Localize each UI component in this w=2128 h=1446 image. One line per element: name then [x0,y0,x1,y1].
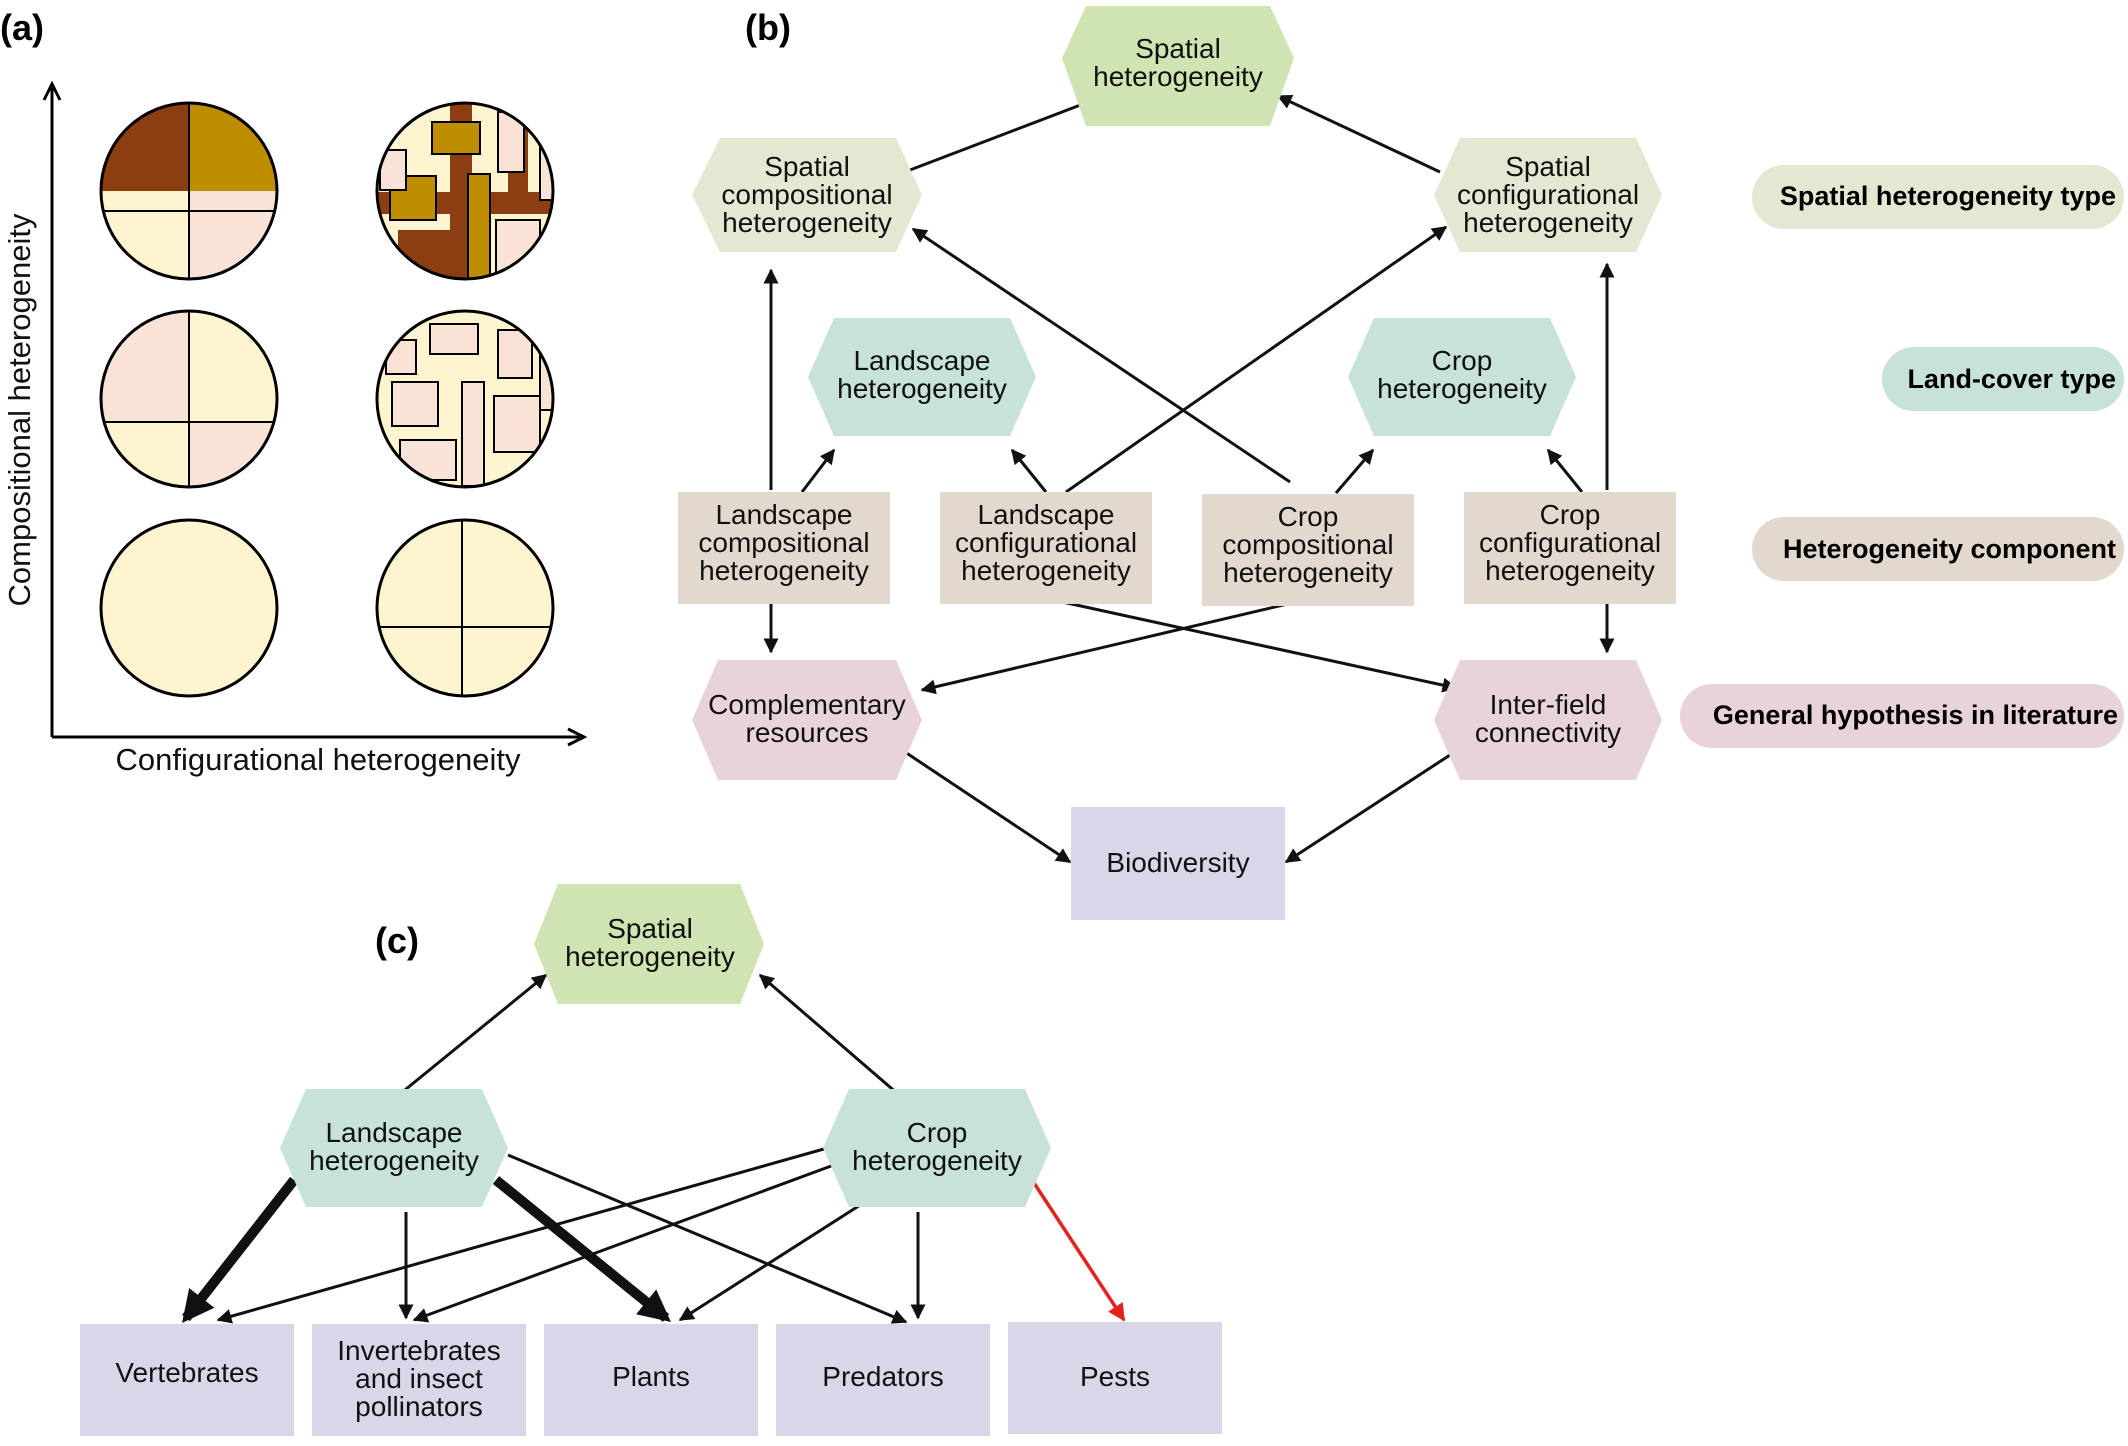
node-biodiversity: Biodiversity [1071,807,1285,920]
svg-text:Pests: Pests [1080,1361,1150,1392]
legend-item-spatial-heterogeneity-type: Spatial heterogeneity type [1752,165,2124,229]
svg-text:Spatial heterogeneity type: Spatial heterogeneity type [1780,181,2116,211]
svg-text:General hypothesis in literatu: General hypothesis in literature [1713,700,2118,730]
legend-item-land-cover-type: Land-cover type [1882,347,2124,411]
landscape-map-high-comp-low-config [101,103,277,279]
svg-text:Biodiversity: Biodiversity [1106,847,1249,878]
y-axis-label: Compositional heterogeneity [2,213,37,606]
svg-text:Heterogeneity component: Heterogeneity component [1783,534,2116,564]
legend-item-heterogeneity-component: Heterogeneity component [1752,517,2124,581]
node-plants: Plants [544,1324,758,1436]
x-axis-label: Configurational heterogeneity [116,742,521,777]
legend: Spatial heterogeneity type Land-cover ty… [1680,165,2124,748]
panel-label-b: (b) [745,7,791,48]
node-vertebrates: Vertebrates [80,1324,294,1436]
panel-a: Compositional heterogeneity Configuratio… [2,80,588,777]
svg-text:Predators: Predators [822,1361,943,1392]
landscape-map-low-comp-low-config [99,518,279,698]
node-predators: Predators [776,1324,990,1436]
panel-label-a: (a) [0,7,44,48]
landscape-map-mid-comp-high-config [377,311,553,487]
x-axis-arrowhead [567,727,588,747]
panel-b-edges [763,93,1615,864]
landscape-map-low-comp-high-config [377,520,553,696]
y-axis-arrowhead [42,80,62,101]
legend-item-general-hypothesis-in-literature: General hypothesis in literature [1680,684,2124,748]
svg-text:Land-cover type: Land-cover type [1907,364,2116,394]
panel-c-edges [182,973,1126,1324]
svg-text:Vertebrates: Vertebrates [115,1357,258,1388]
panel-label-c: (c) [375,920,419,961]
node-pests: Pests [1008,1322,1222,1434]
svg-text:Plants: Plants [612,1361,690,1392]
